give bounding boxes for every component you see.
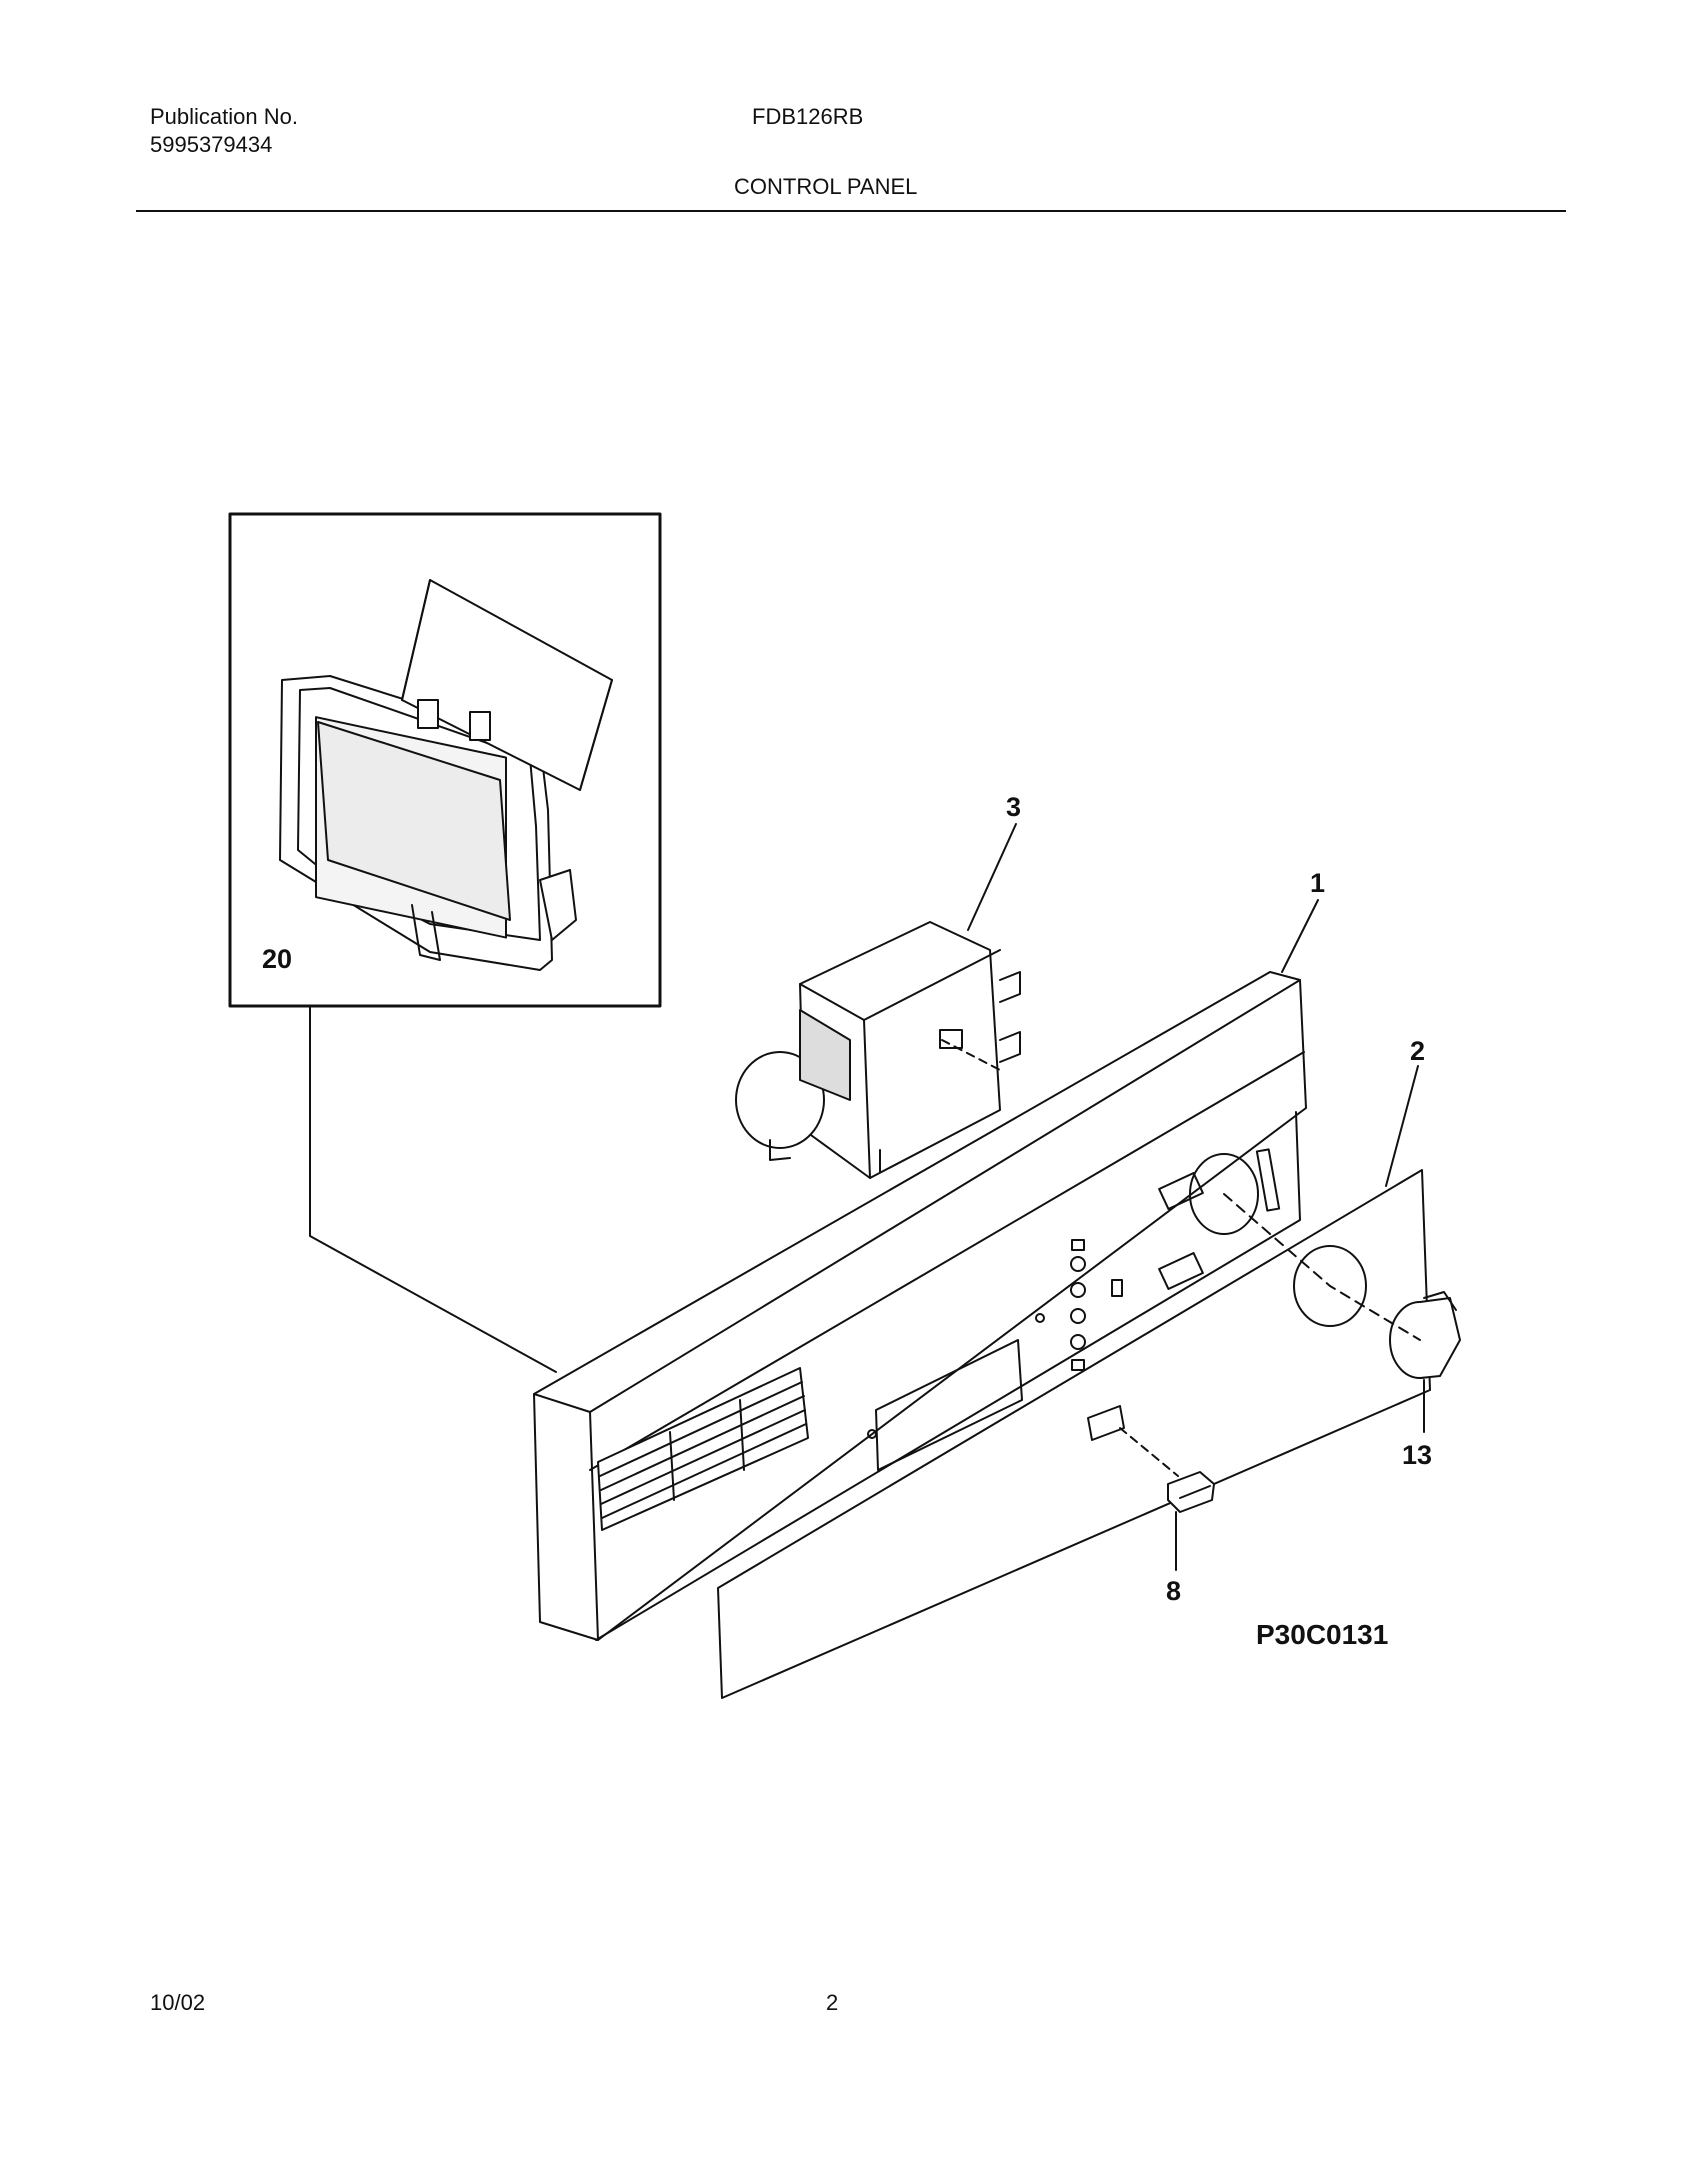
header-rule — [136, 210, 1566, 212]
callout-2: 2 — [1410, 1036, 1425, 1066]
knob-alignment-dash — [1223, 1193, 1421, 1341]
callout-13: 13 — [1402, 1440, 1432, 1470]
leader-3 — [967, 823, 1017, 931]
section-title: CONTROL PANEL — [734, 174, 918, 199]
page-number: 2 — [826, 1990, 839, 2015]
switch-alignment-dash — [1119, 1427, 1179, 1477]
callout-8: 8 — [1166, 1576, 1181, 1606]
leader-1 — [1281, 899, 1319, 973]
model-number: FDB126RB — [752, 104, 864, 129]
timer-shaft-dash — [941, 1039, 1001, 1071]
footer-date: 10/02 — [150, 1990, 206, 2015]
publication-label: Publication No. — [150, 104, 298, 129]
control-panel-part — [533, 971, 1307, 1641]
inset-box-dispenser — [228, 512, 662, 1008]
callout-3: 3 — [1006, 792, 1021, 822]
rocker-switch-part — [1167, 1471, 1215, 1513]
inset-leader-line — [309, 1005, 557, 1373]
callout-20: 20 — [262, 944, 292, 974]
timer-part — [735, 921, 1021, 1179]
leader-2 — [1385, 1065, 1419, 1187]
callout-1: 1 — [1310, 868, 1325, 898]
figure-code: P30C0131 — [1256, 1619, 1388, 1650]
publication-number: 5995379434 — [150, 132, 273, 157]
